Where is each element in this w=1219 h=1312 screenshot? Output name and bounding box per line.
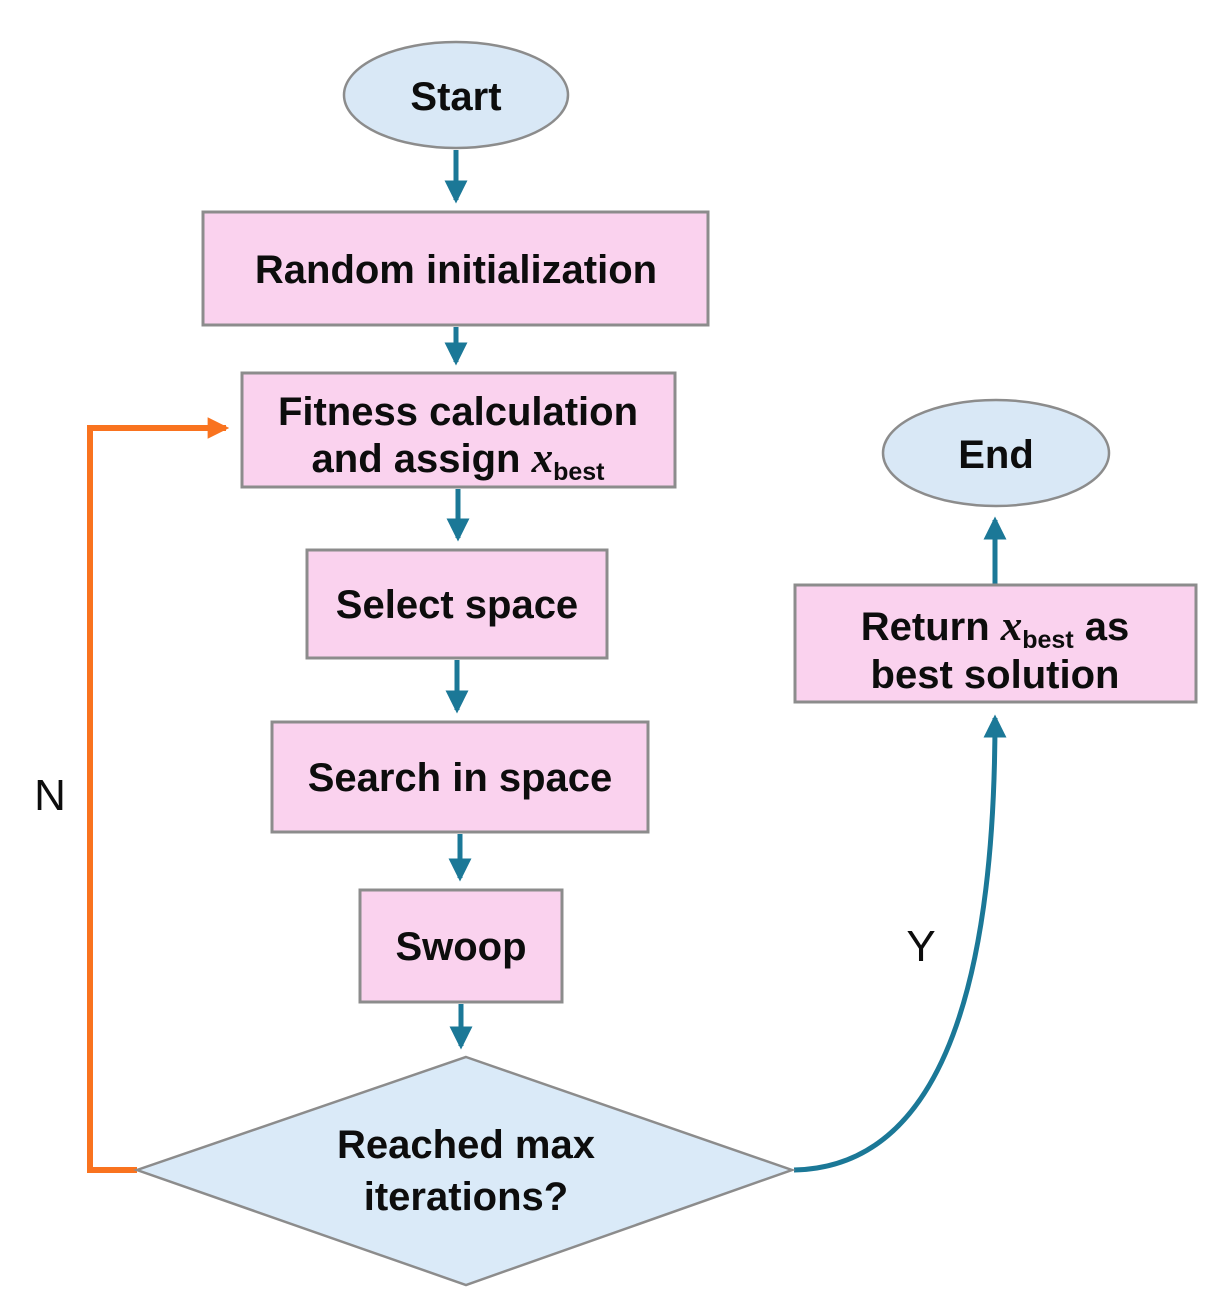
random-initialization-label: Random initialization: [255, 248, 657, 292]
arrow-no-loopback: [87, 417, 230, 1173]
select-space-shape: [305, 548, 609, 660]
node-decision-max-iterations: Reached max iterations?: [133, 1055, 796, 1287]
node-start: Start: [342, 40, 570, 150]
node-random-initialization: Random initialization: [201, 210, 710, 327]
return-var-x: x: [1000, 603, 1023, 650]
end-shape: [881, 398, 1111, 508]
return-line1-suffix: as: [1074, 605, 1130, 649]
node-swoop: Swoop: [358, 888, 564, 1004]
return-best-line2: best solution: [871, 653, 1120, 697]
node-fitness-calculation: Fitness calculation and assign xbest: [240, 371, 677, 489]
swoop-label: Swoop: [395, 925, 526, 969]
search-in-space-shape: [270, 720, 650, 834]
decision-shape: [133, 1055, 796, 1287]
start-shape: [342, 40, 570, 150]
swoop-shape: [358, 888, 564, 1004]
select-space-label: Select space: [336, 583, 578, 627]
yes-edge-label: Y: [906, 922, 935, 971]
fitness-line2-prefix: and assign: [312, 437, 532, 481]
decision-line2: iterations?: [364, 1175, 568, 1219]
flow-connectors: [87, 150, 1007, 1173]
node-select-space: Select space: [305, 548, 609, 660]
fitness-calculation-shape: [240, 371, 677, 489]
fitness-var-subscript: best: [553, 458, 605, 486]
return-var-subscript: best: [1022, 626, 1074, 654]
fitness-var-x: x: [531, 435, 554, 482]
return-line1-prefix: Return: [861, 605, 1001, 649]
start-label: Start: [410, 75, 501, 119]
fitness-calculation-line2: and assign xbest: [312, 435, 606, 486]
arrow-yes-curve: [793, 714, 1007, 1173]
node-return-best: Return xbest as best solution: [793, 583, 1198, 704]
fitness-calculation-line1: Fitness calculation: [278, 390, 638, 434]
node-end: End: [881, 398, 1111, 508]
search-in-space-label: Search in space: [308, 756, 613, 800]
node-search-in-space: Search in space: [270, 720, 650, 834]
decision-line1: Reached max: [337, 1123, 595, 1167]
no-edge-label: N: [34, 771, 66, 820]
random-initialization-shape: [201, 210, 710, 327]
return-best-shape: [793, 583, 1198, 704]
end-label: End: [958, 433, 1034, 477]
return-best-line1: Return xbest as: [861, 603, 1130, 654]
